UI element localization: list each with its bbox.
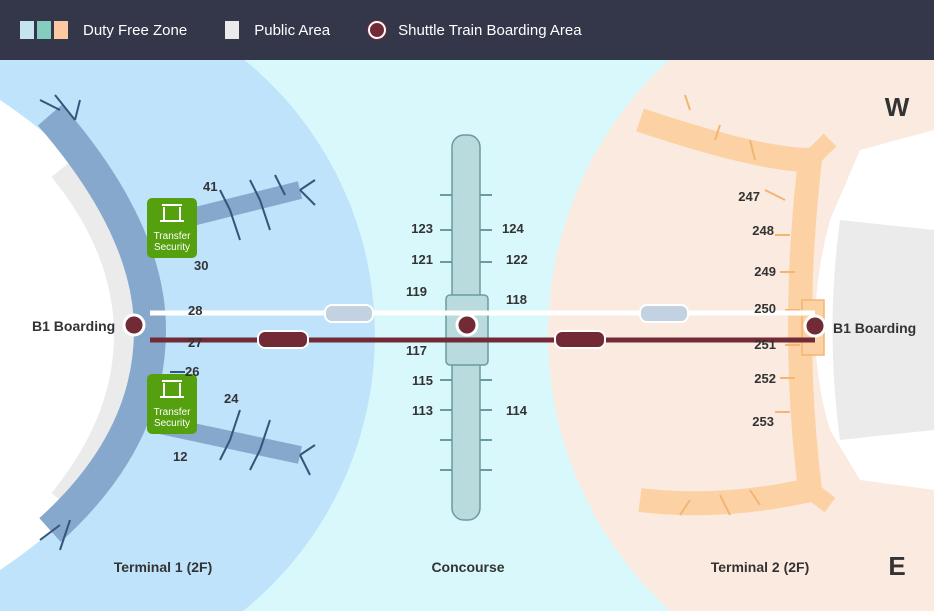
legend-public: Public Area — [225, 21, 330, 39]
legend-shuttle: Shuttle Train Boarding Area — [368, 21, 582, 39]
t1-public-area — [51, 163, 137, 507]
shuttle-stop-icon — [368, 21, 387, 39]
gate-label: 41 — [203, 179, 217, 194]
legend-public-label: Public Area — [254, 21, 331, 39]
legend-duty-free-label: Duty Free Zone — [83, 21, 188, 39]
gate-label: 118 — [506, 292, 527, 307]
gate-label: 122 — [506, 252, 528, 267]
shuttle-stop-icon[interactable] — [803, 314, 827, 338]
shuttle-stops — [122, 313, 827, 338]
shuttle-train-icon — [554, 330, 606, 349]
gate-label: 24 — [224, 391, 239, 406]
gate-label: 252 — [754, 371, 776, 386]
security-gate-icon — [160, 204, 184, 222]
gate-label: 26 — [185, 364, 199, 379]
shuttle-train-icon — [324, 304, 374, 323]
t2-gate-labels: 247 248 249 250 251 252 253 — [738, 189, 776, 429]
gate-label: 12 — [173, 449, 187, 464]
terminal2-label: Terminal 2 (2F) — [711, 559, 810, 575]
gate-label: 124 — [502, 221, 524, 236]
gate-label: 119 — [406, 284, 427, 299]
b1-boarding-label-t2: B1 Boarding — [833, 320, 916, 336]
compass-east: E — [888, 551, 905, 581]
shuttle-stop-icon[interactable] — [122, 313, 146, 337]
security-gate-icon — [160, 380, 184, 398]
gate-label: 117 — [406, 343, 427, 358]
airport-map[interactable]: Transfer Security Transfer Security 41 3… — [0, 60, 934, 611]
gate-label: 114 — [506, 403, 528, 418]
shuttle-train-icon — [639, 304, 689, 323]
security-label: Transfer — [154, 407, 192, 418]
duty-free-swatch-green — [37, 21, 51, 39]
gate-label: 28 — [188, 303, 202, 318]
security-label: Security — [154, 418, 190, 429]
shuttle-stop-icon[interactable] — [455, 313, 479, 337]
security-label: Transfer — [154, 231, 192, 242]
duty-free-swatch-blue — [20, 21, 34, 39]
gate-label: 27 — [188, 335, 202, 350]
public-swatch — [225, 21, 240, 39]
gate-label: 113 — [412, 403, 433, 418]
transfer-security-bottom[interactable]: Transfer Security — [147, 374, 197, 434]
gate-label: 121 — [411, 252, 433, 267]
transfer-security-top[interactable]: Transfer Security — [147, 198, 197, 258]
gate-label: 253 — [752, 414, 774, 429]
map-legend: Duty Free Zone Public Area Shuttle Train… — [0, 0, 934, 60]
gate-label: 30 — [194, 258, 208, 273]
concourse-gate-labels: 123 124 121 122 119 118 117 115 113 114 — [406, 221, 528, 418]
gate-label: 247 — [738, 189, 760, 204]
legend-shuttle-label: Shuttle Train Boarding Area — [398, 21, 582, 39]
terminal2-zone — [548, 60, 934, 611]
gate-label: 251 — [754, 337, 776, 352]
terminal1-label: Terminal 1 (2F) — [114, 559, 213, 575]
compass-west: W — [885, 92, 910, 122]
gate-label: 250 — [754, 301, 776, 316]
legend-duty-free: Duty Free Zone — [20, 21, 187, 39]
shuttle-train-icon — [257, 330, 309, 349]
b1-boarding-label-t1: B1 Boarding — [32, 318, 115, 334]
t2-public-area — [832, 220, 934, 440]
concourse-label: Concourse — [431, 559, 504, 575]
gate-label: 249 — [754, 264, 776, 279]
duty-free-swatch-orange — [54, 21, 68, 39]
t1-gate-labels: 41 30 28 27 26 24 12 — [173, 179, 239, 464]
security-label: Security — [154, 242, 190, 253]
gate-label: 123 — [411, 221, 433, 236]
gate-label: 115 — [412, 373, 433, 388]
gate-label: 248 — [752, 223, 774, 238]
